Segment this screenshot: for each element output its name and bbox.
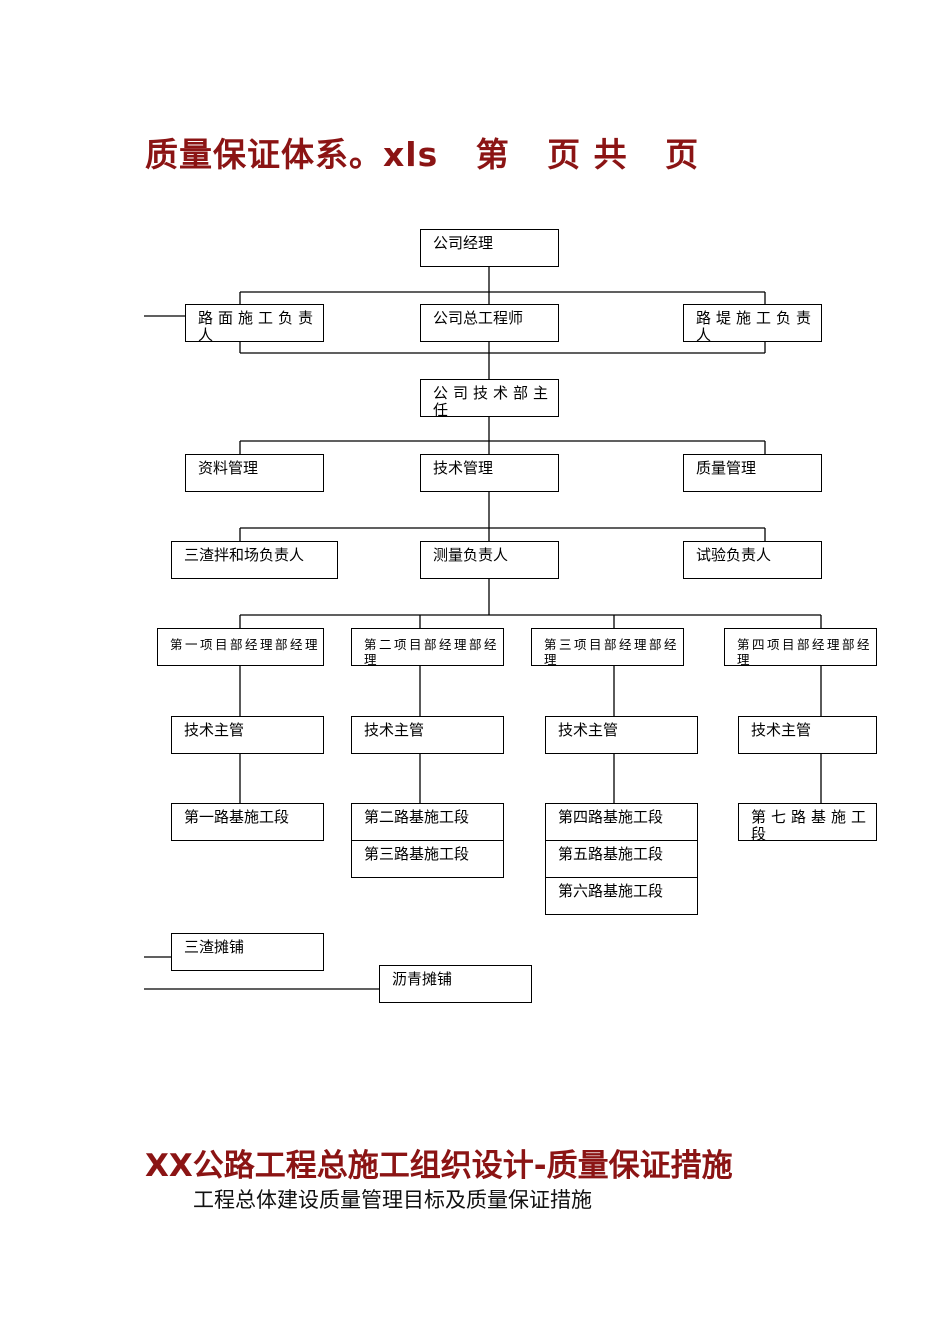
box-section-6: 第六路基施工段 — [545, 877, 698, 915]
box-section-1: 第一路基施工段 — [171, 803, 324, 841]
page-title: 质量保证体系。xls 第 页 共 页 — [145, 135, 700, 174]
box-road-surface-lead: 路面施工负责人 — [185, 304, 324, 342]
box-company-manager: 公司经理 — [420, 229, 559, 267]
box-technical-management: 技术管理 — [420, 454, 559, 492]
box-project3-manager: 第三项目部经理部经理 — [531, 628, 684, 666]
box-records-management: 资料管理 — [185, 454, 324, 492]
box-project1-manager: 第一项目部经理部经理 — [157, 628, 324, 666]
box-section-5: 第五路基施工段 — [545, 840, 698, 878]
box-embankment-lead: 路堤施工负责人 — [683, 304, 822, 342]
box-chief-engineer: 公司总工程师 — [420, 304, 559, 342]
box-project4-manager: 第四项目部经理部经理 — [724, 628, 877, 666]
box-section-2: 第二路基施工段 — [351, 803, 504, 841]
box-project2-manager: 第二项目部经理部经理 — [351, 628, 504, 666]
box-quality-management: 质量管理 — [683, 454, 822, 492]
box-survey-lead: 测量负责人 — [420, 541, 559, 579]
box-section-3: 第三路基施工段 — [351, 840, 504, 878]
box-tech-dept-head: 公司技术部主任 — [420, 379, 559, 417]
box-tech-supervisor-1: 技术主管 — [171, 716, 324, 754]
box-mixing-site-lead: 三渣拌和场负责人 — [171, 541, 338, 579]
box-section-7: 第七路基施工段 — [738, 803, 877, 841]
box-section-4: 第四路基施工段 — [545, 803, 698, 841]
box-tech-supervisor-2: 技术主管 — [351, 716, 504, 754]
box-tech-supervisor-3: 技术主管 — [545, 716, 698, 754]
box-asphalt-paving: 沥青摊铺 — [379, 965, 532, 1003]
section-subtitle: 工程总体建设质量管理目标及质量保证措施 — [193, 1188, 592, 1212]
box-tech-supervisor-4: 技术主管 — [738, 716, 877, 754]
box-testing-lead: 试验负责人 — [683, 541, 822, 579]
box-sanzha-paving: 三渣摊铺 — [171, 933, 324, 971]
section-title: XX公路工程总施工组织设计-质量保证措施 — [145, 1148, 733, 1184]
